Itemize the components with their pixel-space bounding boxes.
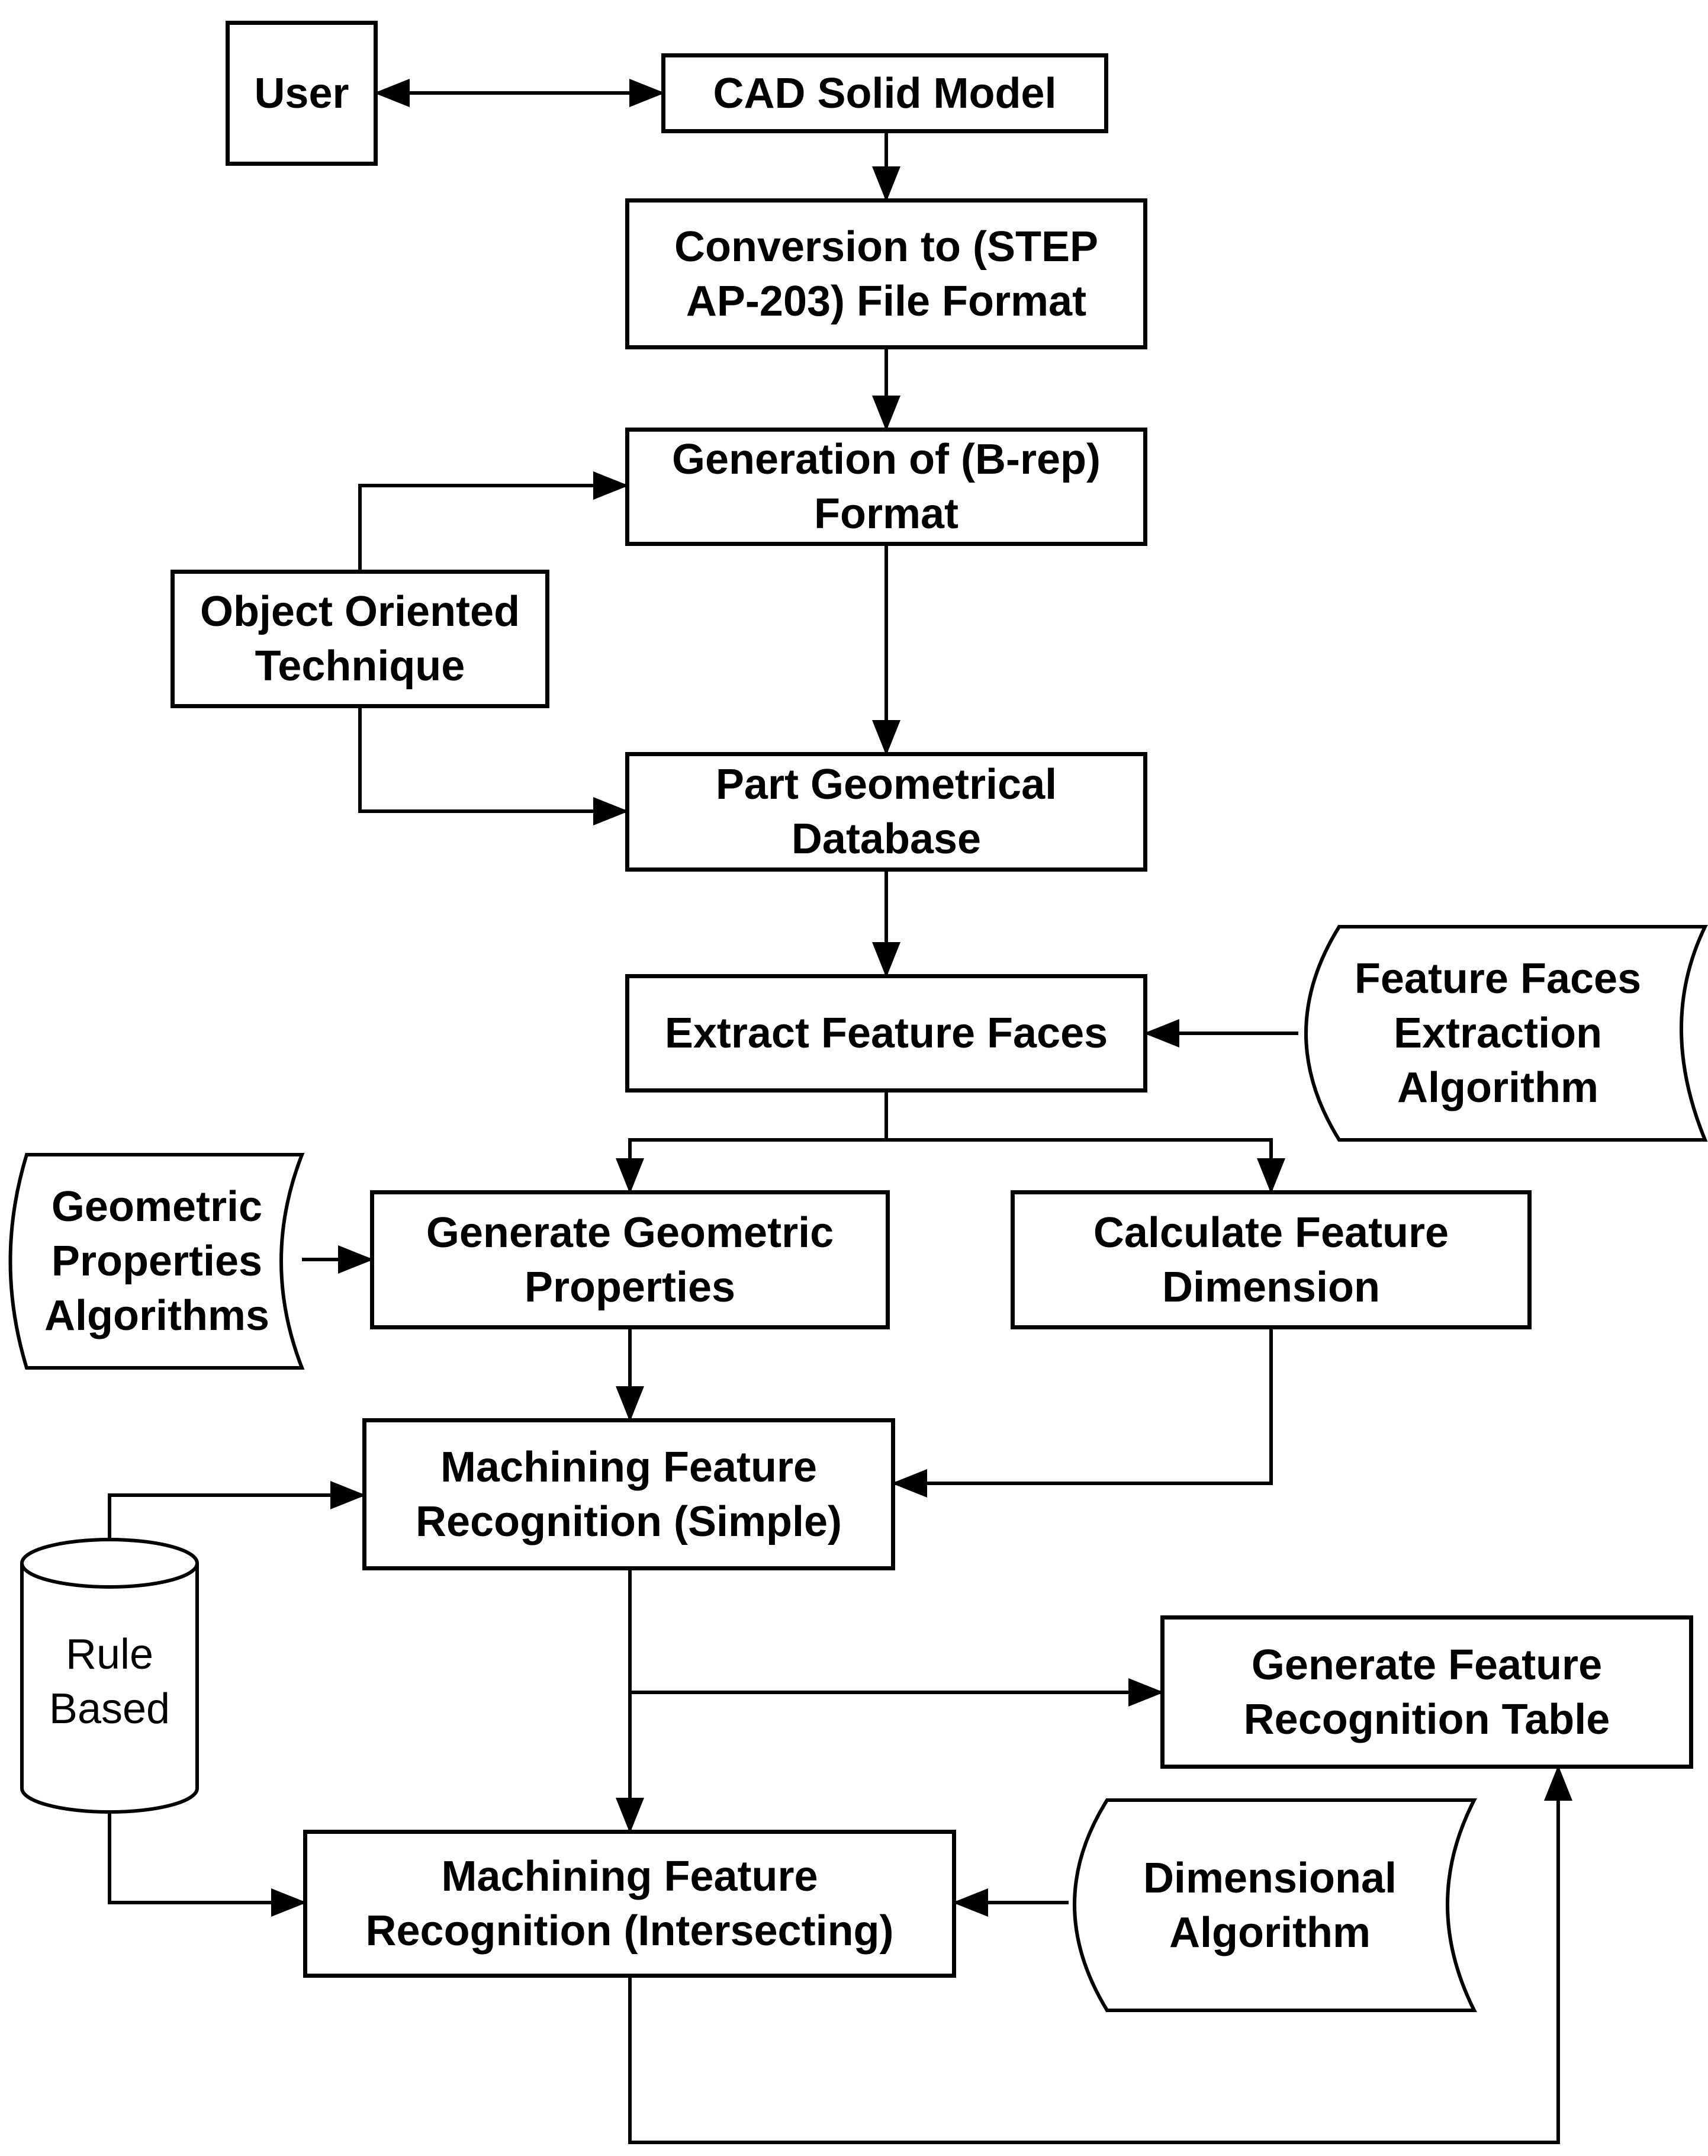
geom-algorithms-line-2: Properties xyxy=(51,1238,263,1285)
dimensional-algorithm-line-2: Algorithm xyxy=(1169,1908,1371,1956)
calculate-dimension-box: Calculate Feature Dimension xyxy=(1011,1190,1532,1329)
dimensional-algorithm-shape xyxy=(1073,1798,1477,2012)
faces-algorithm-line-3: Algorithm xyxy=(1397,1064,1598,1111)
object-oriented-line-2: Technique xyxy=(255,642,465,690)
geom-algorithms-line-3: Algorithms xyxy=(44,1292,269,1339)
part-database-line-1: Part Geometrical xyxy=(715,761,1057,808)
oot-brep-arrow xyxy=(358,471,629,570)
cad-solid-model-box: CAD Solid Model xyxy=(661,53,1108,133)
rule-based-cylinder-top xyxy=(20,1538,199,1589)
rule-based-db: Rule Based xyxy=(22,1599,197,1765)
split-generate-arrow xyxy=(616,1138,886,1194)
calculate-dimension-line-1: Calculate Feature xyxy=(1093,1209,1449,1257)
mfr-intersecting-line-2: Recognition (Intersecting) xyxy=(365,1907,894,1955)
object-oriented-line-1: Object Oriented xyxy=(200,588,520,635)
calculate-dimension-line-2: Dimension xyxy=(1162,1263,1381,1311)
conversion-line-2: AP-203) File Format xyxy=(686,277,1087,325)
oot-partdb-arrow xyxy=(358,708,629,825)
recognition-table-line-2: Recognition Table xyxy=(1243,1695,1610,1743)
cad-solid-model-label: CAD Solid Model xyxy=(713,69,1057,117)
geom-algorithms-line-1: Geometric xyxy=(51,1183,263,1230)
rule-based-line-2: Based xyxy=(49,1685,171,1733)
user-box: User xyxy=(226,21,378,166)
dimensional-algorithm-doc: Dimensional Algorithm xyxy=(1083,1800,1456,2010)
geom-algorithms-doc: Geometric Properties Algorithms xyxy=(18,1155,296,1368)
mfr-simple-line-1: Machining Feature xyxy=(440,1443,818,1491)
generate-geometric-line-2: Properties xyxy=(524,1263,736,1311)
extract-faces-label: Extract Feature Faces xyxy=(664,1010,1108,1057)
faces-algorithm-line-2: Extraction xyxy=(1393,1010,1603,1057)
dimensional-algorithm-line-1: Dimensional xyxy=(1143,1854,1397,1902)
user-label: User xyxy=(254,69,349,117)
brep-line-2: Format xyxy=(813,490,959,538)
mfr-simple-box: Machining Feature Recognition (Simple) xyxy=(362,1418,895,1570)
brep-line-1: Generation of (B-rep) xyxy=(671,436,1101,483)
brep-box: Generation of (B-rep) Format xyxy=(625,428,1147,546)
rule-based-line-1: Rule xyxy=(65,1631,154,1678)
mfrint-table-arrow xyxy=(628,1765,1572,2144)
extract-faces-box: Extract Feature Faces xyxy=(625,974,1147,1093)
mfr-intersecting-line-1: Machining Feature xyxy=(441,1853,818,1900)
faces-algorithm-shape xyxy=(1304,925,1708,1142)
conversion-line-1: Conversion to (STEP xyxy=(674,223,1099,271)
mfr-simple-line-2: Recognition (Simple) xyxy=(416,1498,842,1545)
rule-mfrsimple-arrow xyxy=(108,1481,366,1540)
part-database-line-2: Database xyxy=(791,815,982,863)
calc-mfrsimple-arrow xyxy=(892,1329,1273,1498)
faces-algorithm-line-1: Feature Faces xyxy=(1354,955,1642,1003)
rule-mfrint-arrow xyxy=(108,1812,307,1917)
conversion-box: Conversion to (STEP AP-203) File Format xyxy=(625,198,1147,349)
recognition-table-line-1: Generate Feature xyxy=(1251,1641,1603,1689)
generate-geometric-box: Generate Geometric Properties xyxy=(370,1190,890,1329)
part-database-box: Part Geometrical Database xyxy=(625,752,1147,872)
split-calc-arrow xyxy=(886,1138,1285,1194)
object-oriented-box: Object Oriented Technique xyxy=(171,570,549,708)
generate-geometric-line-1: Generate Geometric xyxy=(426,1209,834,1257)
geom-algorithms-shape xyxy=(8,1153,305,1370)
mfr-intersecting-box: Machining Feature Recognition (Intersect… xyxy=(303,1830,956,1978)
recognition-table-box: Generate Feature Recognition Table xyxy=(1160,1615,1693,1769)
faces-algorithm-doc: Feature Faces Extraction Algorithm xyxy=(1314,927,1681,1140)
